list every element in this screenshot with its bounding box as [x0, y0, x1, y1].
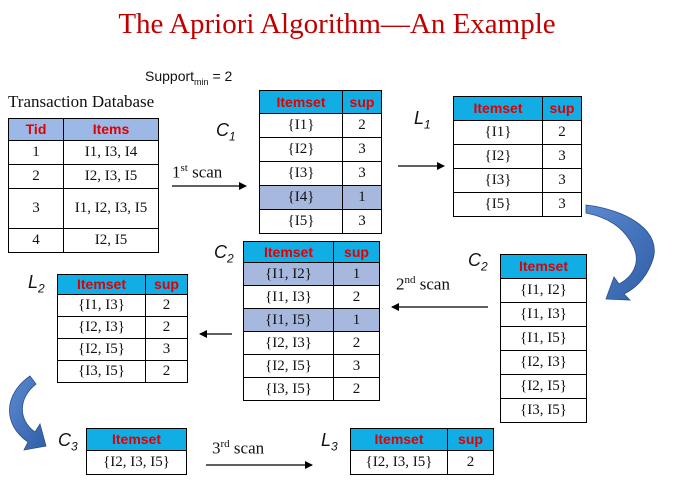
table-row: {I1, I2} [500, 278, 587, 303]
itemset-cell: {I1, I3} [500, 302, 587, 327]
items-cell: I1, I2, I3, I5 [63, 188, 159, 229]
table-row: {I2, I3, I5}2 [350, 450, 494, 475]
itemset-cell: {I2} [453, 144, 543, 169]
sup-cell: 2 [333, 285, 380, 309]
table-row: {I5}3 [259, 209, 382, 234]
sup-cell: 3 [342, 209, 382, 234]
sup-cell: 3 [542, 144, 582, 169]
c1-table: Itemset sup {I1}2 {I2}3 {I3}3 {I4}1 {I5}… [259, 90, 382, 234]
c3-table: Itemset {I2, I3, I5} [86, 428, 187, 475]
table-row: {I2, I5} [500, 374, 587, 399]
itemset-header: Itemset [86, 428, 187, 451]
c2-label: C2 [214, 242, 234, 266]
table-row: {I2, I5}3 [243, 354, 380, 378]
itemset-header: Itemset [57, 274, 146, 295]
first-scan-label: 1st scan [172, 162, 223, 182]
table-row-pruned: {I4}1 [259, 185, 382, 210]
table-row-pruned: {I1, I2}1 [243, 262, 380, 286]
sup-cell: 2 [447, 450, 494, 475]
table-row: {I5}3 [453, 192, 582, 217]
third-scan-label: 3rd scan [212, 438, 265, 458]
itemset-cell: {I1, I5} [500, 326, 587, 351]
itemset-cell: {I3, I5} [243, 377, 334, 401]
second-scan-label: 2nd scan [396, 274, 450, 294]
itemset-cell: {I1, I2} [500, 278, 587, 303]
sup-cell: 1 [342, 185, 382, 210]
itemset-cell: {I2, I5} [500, 374, 587, 399]
items-cell: I2, I3, I5 [63, 164, 159, 189]
sup-cell: 3 [333, 354, 380, 378]
itemset-cell: {I1} [259, 113, 343, 138]
sup-cell: 1 [333, 308, 380, 332]
c3-label: C3 [58, 430, 78, 454]
transaction-database-title: Transaction Database [8, 92, 155, 111]
table-row: {I1, I5} [500, 326, 587, 351]
table-row: {I1}2 [453, 120, 582, 145]
l1-label: L1 [414, 108, 431, 132]
sup-cell: 2 [333, 377, 380, 401]
itemset-cell: {I2, I5} [243, 354, 334, 378]
itemset-cell: {I1, I5} [243, 308, 334, 332]
sup-header: sup [145, 274, 188, 295]
table-row: {I3, I5}2 [243, 377, 380, 401]
itemset-cell: {I3} [259, 161, 343, 186]
tid-cell: 4 [8, 228, 64, 253]
table-row: {I1, I3}2 [243, 285, 380, 309]
table-row: 1 I1, I3, I4 [8, 140, 159, 165]
sup-header: sup [447, 428, 494, 451]
itemset-cell: {I2, I3, I5} [86, 450, 187, 475]
itemset-cell: {I2} [259, 137, 343, 162]
curved-arrow-l2-to-c3 [9, 375, 47, 451]
table-row: 3 I1, I2, I3, I5 [8, 188, 159, 229]
table-row: {I2, I3, I5} [86, 450, 187, 475]
table-row: {I3}3 [259, 161, 382, 186]
c2-candidates-label: C2 [468, 250, 488, 274]
sup-header: sup [333, 241, 380, 263]
itemset-header: Itemset [259, 90, 343, 114]
sup-cell: 3 [342, 137, 382, 162]
table-row: 4 I2, I5 [8, 228, 159, 253]
sup-cell: 3 [542, 192, 582, 217]
page-title: The Apriori Algorithm—An Example [118, 8, 556, 40]
table-row: {I1}2 [259, 113, 382, 138]
l3-label: L3 [321, 430, 338, 454]
table-row: {I2}3 [453, 144, 582, 169]
itemset-cell: {I4} [259, 185, 343, 210]
table-row: {I1, I3}2 [57, 294, 188, 317]
table-row: {I3, I5} [500, 398, 587, 423]
l1-table: Itemset sup {I1}2 {I2}3 {I3}3 {I5}3 [453, 96, 582, 217]
sup-cell: 2 [333, 331, 380, 355]
transaction-table: Tid Items 1 I1, I3, I4 2 I2, I3, I5 3 I1… [8, 118, 159, 253]
sup-cell: 3 [542, 168, 582, 193]
table-row: 2 I2, I3, I5 [8, 164, 159, 189]
curved-arrow-l1-to-c2 [585, 204, 655, 301]
c2-candidates-table: Itemset {I1, I2} {I1, I3} {I1, I5} {I2, … [500, 254, 587, 423]
support-min-label: Supportmin = 2 [145, 68, 233, 87]
itemset-cell: {I5} [453, 192, 543, 217]
itemset-header: Itemset [453, 96, 543, 121]
l2-label: L2 [28, 272, 45, 296]
itemset-cell: {I2, I3, I5} [350, 450, 448, 475]
table-row-pruned: {I1, I5}1 [243, 308, 380, 332]
tid-cell: 2 [8, 164, 64, 189]
c1-label: C1 [216, 120, 236, 144]
table-row: {I3, I5}2 [57, 360, 188, 383]
sup-cell: 3 [342, 161, 382, 186]
itemset-header: Itemset [500, 254, 587, 279]
itemset-cell: {I3, I5} [500, 398, 587, 423]
itemset-cell: {I1, I2} [243, 262, 334, 286]
itemset-header: Itemset [350, 428, 448, 451]
sup-cell: 2 [145, 360, 188, 383]
c2-table: Itemset sup {I1, I2}1 {I1, I3}2 {I1, I5}… [243, 241, 380, 401]
itemset-cell: {I1, I3} [57, 294, 146, 317]
l3-table: Itemset sup {I2, I3, I5}2 [350, 428, 494, 475]
table-row: {I2}3 [259, 137, 382, 162]
items-cell: I2, I5 [63, 228, 159, 253]
table-row: {I1, I3} [500, 302, 587, 327]
l2-table: Itemset sup {I1, I3}2 {I2, I3}2 {I2, I5}… [57, 274, 188, 383]
sup-cell: 2 [542, 120, 582, 145]
sup-header: sup [542, 96, 582, 121]
